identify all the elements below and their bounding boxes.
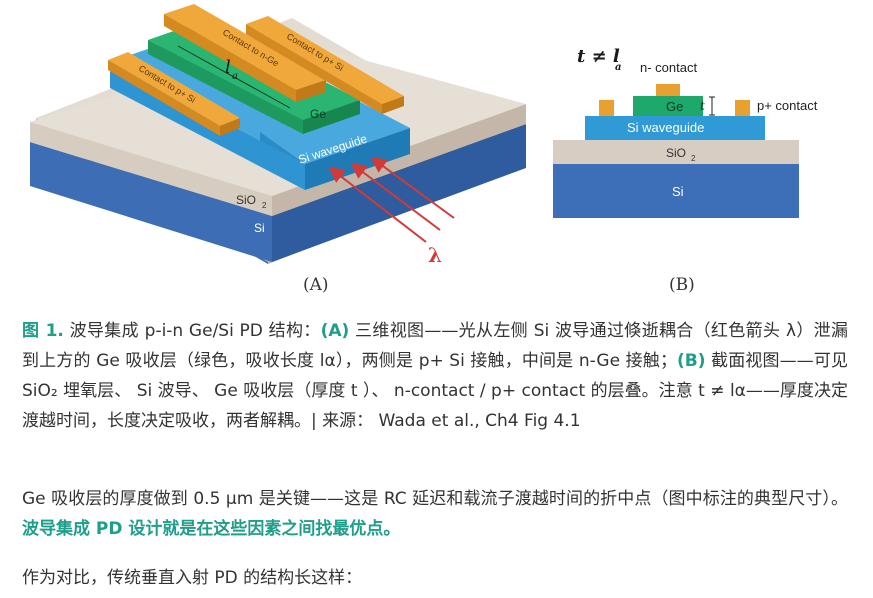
sio2-label-b: SiO — [666, 146, 686, 160]
caption-text-2: 三维视图——光从左侧 Si 波导通过倏逝耦合（红色箭头 λ）泄漏到上方的 Ge … — [22, 321, 848, 371]
ge-front — [148, 40, 303, 134]
left-contact-top — [108, 52, 240, 126]
n-contact-pad — [656, 84, 680, 96]
sio2-band-side — [272, 104, 526, 216]
sio2-label-a: SiO — [236, 193, 256, 207]
caption-fig-label: 图 1. — [22, 321, 64, 341]
p-contact-pad-right — [735, 100, 750, 116]
light-arrow-1 — [328, 166, 427, 243]
panel-a-diagram: Contact to p+ Si Contact to n-Ge Contact… — [30, 4, 526, 295]
length-label: l — [225, 57, 231, 78]
sio2-layer-b — [553, 140, 799, 164]
sio2-subscript-a: 2 — [262, 201, 267, 210]
sio2-subscript-b: 2 — [691, 154, 696, 163]
n-contact-label: n- contact — [640, 60, 697, 75]
si-front-face — [30, 142, 272, 262]
caption-text-3: 截面视图——可见 SiO₂ 埋氧层、 Si 波导、 Ge 吸收层（厚度 t ）、… — [22, 351, 848, 431]
lambda-label: λ — [428, 243, 442, 267]
t-neq-label: t ≠ l — [577, 46, 620, 67]
figure: Contact to p+ Si Contact to n-Ge Contact… — [30, 4, 818, 295]
caption-text-1: 波导集成 p-i-n Ge/Si PD 结构： — [63, 321, 321, 341]
figure-caption: 图 1. 波导集成 p-i-n Ge/Si PD 结构：(A) 三维视图——光从… — [22, 316, 848, 436]
si-layer-b — [553, 164, 799, 218]
light-arrow-3 — [370, 156, 455, 219]
ge-label-b: Ge — [666, 99, 683, 114]
panel-b-label: (B) — [669, 275, 695, 295]
para2-highlight: 波导集成 PD 设计就是在这些因素之间找最优点。 — [22, 519, 401, 539]
p-contact-pad-left — [599, 100, 614, 116]
ge-layer-b — [633, 96, 703, 116]
length-subscript: a — [232, 71, 238, 82]
body-paragraph-3: 作为对比，传统垂直入射 PD 的结构长这样： — [22, 563, 848, 593]
caption-b-label: (B) — [676, 351, 706, 371]
panel-a-label: (A) — [303, 275, 329, 295]
length-dimension-line — [177, 45, 291, 109]
caption-a-label: (A) — [320, 321, 350, 341]
si-label-b: Si — [672, 184, 684, 199]
middle-contact-top — [164, 4, 326, 90]
figure-svg: Contact to p+ Si Contact to n-Ge Contact… — [30, 4, 818, 295]
si-label-a: Si — [254, 221, 265, 235]
right-contact-top — [246, 16, 404, 104]
para2-text: Ge 吸收层的厚度做到 0.5 μm 是关键——这是 RC 延迟和载流子渡越时间… — [22, 489, 848, 509]
light-arrow-2 — [350, 162, 441, 231]
panel-b-diagram: t ≠ l a n- contact p+ contact Ge t Si wa… — [553, 46, 818, 295]
si-side-face — [272, 124, 526, 262]
sio2-band-front — [30, 122, 272, 216]
t-neq-subscript: a — [615, 62, 621, 73]
waveguide-layer-b — [585, 116, 765, 140]
ge-side — [303, 100, 360, 134]
body-paragraph-2: Ge 吸收层的厚度做到 0.5 μm 是关键——这是 RC 延迟和载流子渡越时间… — [22, 484, 848, 544]
ge-label-a: Ge — [310, 107, 326, 121]
waveguide-label-b: Si waveguide — [627, 120, 704, 135]
p-contact-label: p+ contact — [757, 98, 818, 113]
para3-text: 作为对比，传统垂直入射 PD 的结构长这样： — [22, 568, 363, 588]
t-label: t — [700, 99, 705, 113]
